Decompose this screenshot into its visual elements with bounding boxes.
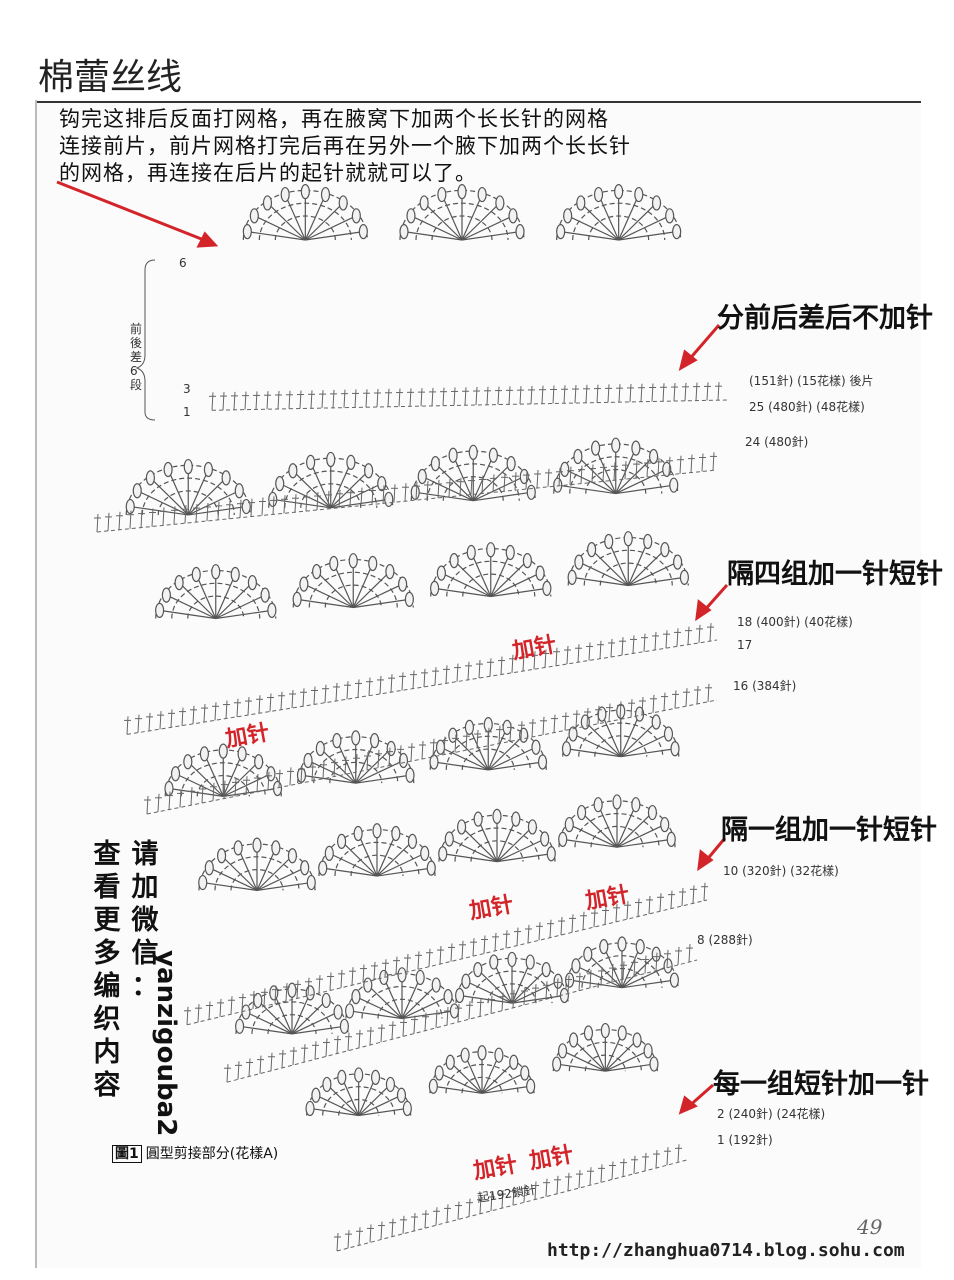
stitch-row: [144, 683, 718, 815]
row-diff-label: 前後差6段: [130, 322, 143, 392]
instruction-line-2: 连接前片，前片网格打完后再在另外一个腋下加两个长长针: [59, 134, 631, 158]
row-bracket: [135, 259, 156, 421]
fan-motif: [552, 1022, 659, 1072]
arrow-2-head: [695, 599, 712, 622]
pattern-scan: 钩完这排后反面打网格，再在腋窝下加两个长长针的网格 连接前片，前片网格打完后再在…: [35, 100, 943, 1268]
row-label-3: 3: [183, 382, 191, 396]
row-label-2: 2 (240針) (24花樣): [717, 1107, 826, 1121]
fan-motif: [399, 184, 525, 241]
row-label-18: 18 (400針) (40花樣): [737, 615, 853, 629]
side-char: 容: [93, 1070, 121, 1101]
fan-motif: [430, 542, 552, 598]
page-title: 棉蕾丝线: [38, 57, 183, 98]
fan-motif: [428, 1045, 536, 1094]
row-label-1b: 1 (192針): [717, 1133, 773, 1147]
fan-motif: [292, 553, 414, 609]
note-no-increase: 分前后差后不加针: [717, 303, 933, 334]
row-label-17: 17: [737, 638, 753, 652]
arrow-4-head: [678, 1095, 698, 1115]
fan-motif: [164, 743, 283, 797]
instruction-text: 钩完这排后反面打网格，再在腋窝下加两个长长针的网格 连接前片，前片网格打完后再在…: [59, 106, 909, 187]
fan-motif: [198, 837, 316, 891]
fan-motif: [553, 437, 679, 495]
stitch-row: [334, 1144, 688, 1252]
fan-motif: [242, 184, 368, 241]
arrow-top-head: [196, 231, 219, 248]
fan-motif: [567, 531, 689, 587]
fan-stitch-group: [125, 184, 689, 1117]
side-char: 请: [131, 839, 159, 870]
fan-motif: [410, 444, 536, 502]
side-text-wechat: 请加微信：: [125, 838, 165, 1003]
fan-motif: [565, 936, 679, 989]
side-char: 加: [131, 872, 159, 903]
fan-motif: [296, 730, 415, 784]
row-stitch-group: [94, 382, 728, 1252]
row-label-6: 6: [179, 256, 187, 270]
note-every-group: 每一组短针加一针: [713, 1069, 929, 1100]
side-char: 多: [93, 938, 121, 969]
side-char: 编: [93, 971, 121, 1002]
watermark-url: http://zhanghua0714.blog.sohu.com: [547, 1240, 905, 1261]
side-char: 查: [93, 839, 121, 870]
arrow-1: [685, 324, 721, 363]
crochet-chart: [56, 180, 729, 1252]
row-label-10: 10 (320針) (32花樣): [723, 864, 839, 878]
stitch-row: [94, 452, 718, 533]
fan-motif: [235, 982, 349, 1035]
side-char: 内: [93, 1037, 121, 1068]
stitch-row: [224, 944, 698, 1083]
fan-motif: [556, 184, 682, 241]
instruction-line-3: 的网格，再连接在后片的起针就就可以了。: [59, 161, 477, 185]
side-char: 微: [131, 905, 159, 936]
top-rule: [37, 101, 921, 103]
fan-motif: [305, 1067, 412, 1117]
fan-motif: [429, 717, 548, 771]
arrow-1-head: [678, 349, 698, 372]
side-char: 信: [131, 938, 159, 969]
stitch-row: [209, 382, 728, 411]
side-char: 织: [93, 1004, 121, 1035]
fan-motif: [438, 808, 556, 863]
arrow-3-head: [697, 849, 714, 872]
stitch-row: [184, 882, 708, 1026]
wechat-id: yanzigouba2: [151, 950, 181, 1137]
instruction-line-1: 钩完这排后反面打网格，再在腋窝下加两个长长针的网格: [59, 107, 609, 131]
row-label-back: (151針) (15花樣) 後片: [749, 374, 874, 388]
fan-motif: [155, 564, 277, 620]
note-every-four: 隔四组加一针短针: [727, 559, 943, 590]
side-text-more: 查看更多编织内容: [87, 838, 127, 1102]
side-char: 更: [93, 905, 121, 936]
fan-motif: [268, 451, 394, 509]
fan-motif: [558, 794, 676, 848]
page-number: 49: [857, 1215, 883, 1239]
figure-tag: 圖1: [112, 1145, 142, 1163]
fan-motif: [125, 458, 251, 516]
row-label-25: 25 (480針) (48花樣): [749, 400, 865, 414]
fan-motif: [455, 951, 569, 1004]
arrow-top: [56, 180, 210, 244]
side-char: ：: [131, 971, 159, 1002]
fan-motif: [318, 823, 436, 877]
side-char: 看: [93, 872, 121, 903]
row-label-24: 24 (480針): [745, 435, 809, 449]
row-label-1: 1: [183, 405, 191, 419]
row-label-8: 8 (288針): [697, 933, 753, 947]
red-arrows: [56, 180, 729, 1115]
note-every-one: 隔一组加一针短针: [721, 815, 937, 846]
stitch-row: [124, 623, 718, 735]
fan-motif: [345, 967, 459, 1020]
figure-caption-text: 圓型剪接部分(花樣A): [145, 1146, 279, 1162]
row-label-16: 16 (384針): [733, 679, 797, 693]
